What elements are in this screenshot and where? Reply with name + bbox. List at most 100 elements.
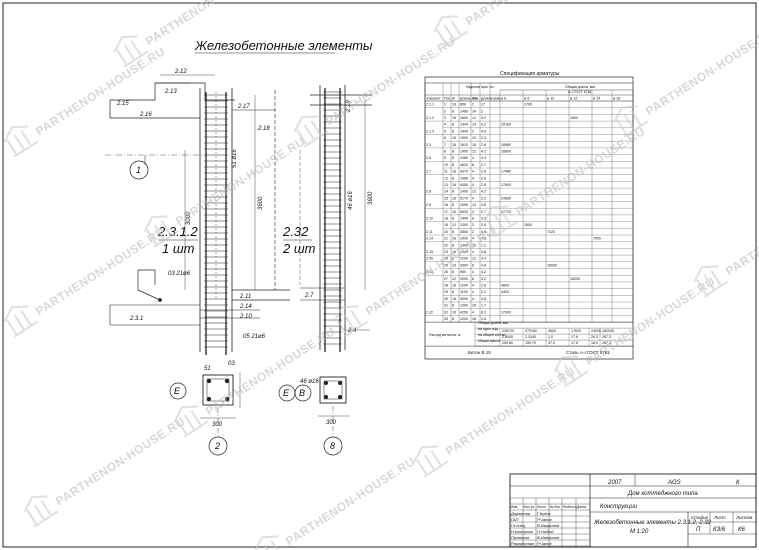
spec-cell: 8 [452,304,454,308]
tb-col-stage: Стадия [691,515,708,520]
spec-cell: 2.3 [481,136,486,140]
spec-cell: 17480 [501,170,511,174]
tb-role: ГАП [511,517,518,522]
spec-cell: 20160 [501,123,511,127]
spec-cell: 2600 [524,223,532,227]
spec-cell: 8 [452,150,454,154]
spec-cell: 8 [452,243,454,247]
spec-cell: 8 [452,163,454,167]
spec-cell: 16 [452,103,456,107]
spec-summary-cell: 17.6 [571,341,578,345]
spec-cell: 10 [472,243,476,247]
spec-cell: 850 [460,103,466,107]
spec-cell: 4 [472,156,474,160]
spec-summary-cell: 259.80 [502,341,513,345]
spec-cell: 4 [472,183,474,187]
label-bottom-left: 2.3.1 [129,316,143,322]
spec-cell: 6170 [460,196,468,200]
label-clamp: 03 21ø6 [168,271,191,277]
spec-cell: 16 [452,284,456,288]
tb-row-header: Подпись [563,505,577,509]
spec-cell: 2.7 [481,163,486,167]
watermark-text: PARTHENON-HOUSE.RU [513,124,648,218]
spec-cell: 22 [444,243,448,247]
tb-person: Г.Кулик [537,511,552,516]
spec-cell: 16 [444,203,448,207]
spec-cell: 12 [472,150,476,154]
watermark-logo-icon [613,105,649,138]
watermark-logo-icon [113,35,149,68]
axis-marker-e-left [169,382,187,400]
spec-cell: 4.8 [481,297,486,301]
spec-summary-row3: общая масса [478,339,500,343]
spec-cell: 12 [472,116,476,120]
spec-cell: 8 [472,163,474,167]
spec-cell: 8 [452,129,454,133]
element-232-drawing [299,85,372,352]
spec-cell: 2 [481,109,483,113]
spec-footer-right: Сталь А-I ГОСТ 5781 [566,350,610,355]
spec-cell: 8 [452,270,454,274]
tb-person: Р.Чалов [537,517,552,522]
spec-cell: 1.2 [481,243,486,247]
label-r-top: 2.19 [346,100,352,113]
watermark-logo-icon [433,15,469,48]
watermark-logo-icon [413,445,449,478]
section-left-size: 300 [212,422,223,428]
spec-cell: 4 [472,196,474,200]
spec-cell: 1440 [460,250,468,254]
stirrups-right [323,91,342,345]
spec-summary-cell: 18.0 [591,341,598,345]
spec-cell: 16 [452,297,456,301]
spec-cell: 7 [444,143,446,147]
watermark: PARTHENON-HOUSE.RU [113,0,278,68]
spec-cell: 1610 [460,143,468,147]
spec-cell: 12 [444,176,448,180]
spec-cell: 2.32 [426,310,433,314]
spec-header-cell: Кол. [472,96,479,100]
spec-cell: 16 [472,317,476,321]
spec-cell: 17600 [501,183,511,187]
spec-cell: 16 [452,263,456,267]
spec-cell: 14 [472,203,476,207]
spec-cell: 4 [472,310,474,314]
spec-header-cell: Сумм. [491,96,501,100]
axis-marker-2-label: 2 [214,441,220,451]
label-below-end: 2.16 [139,112,152,118]
tb-col-sheets: Листов [735,515,753,520]
axis-marker-1 [129,160,149,180]
spec-cell: 2.10 [426,217,433,221]
element-232-qty: 2 шт [282,241,316,256]
watermark: PARTHENON-HOUSE.RU [483,124,648,238]
watermark: PARTHENON-HOUSE.RU [613,24,759,138]
spec-cell: 28980 [501,143,511,147]
spec-footer-left: Бетон В 15 [468,350,491,355]
watermark-logo-icon [333,305,369,338]
spec-summary-row2: на общее кол-во [478,333,506,337]
spec-cell: 3560 [460,230,468,234]
spec-cell: 4370 [460,170,468,174]
spec-summary-cell: 37.0 [548,341,555,345]
spec-cell: 2.31 [426,270,433,274]
spec-cell: 1 [444,103,446,107]
spec-cell: 4400 [460,183,468,187]
spec-cell: 3.4 [481,217,486,221]
spec-cell: 8 [452,230,454,234]
spec-cell: 20 [444,230,448,234]
tb-sheet-no: КЗ/6 [713,527,726,533]
spec-cell: 4800 [501,284,509,288]
label-dim-vertical: 3600 [258,196,264,210]
axis-marker-2 [208,436,228,456]
label-bar: 51 ø16 [232,149,238,168]
spec-cell: 24 [444,257,448,261]
spec-cell: 12 [452,277,456,281]
spec-cell: 24680 [501,196,511,200]
spec-cell: 6.2 [481,310,486,314]
spec-cell: 7600 [593,237,601,241]
spec-cell: 1.7 [481,304,486,308]
title-block-grid [509,497,591,547]
tb-row-header: Дата [576,505,586,509]
spec-cell: 3.4 [481,257,486,261]
spec-cell: 7120 [547,230,555,234]
